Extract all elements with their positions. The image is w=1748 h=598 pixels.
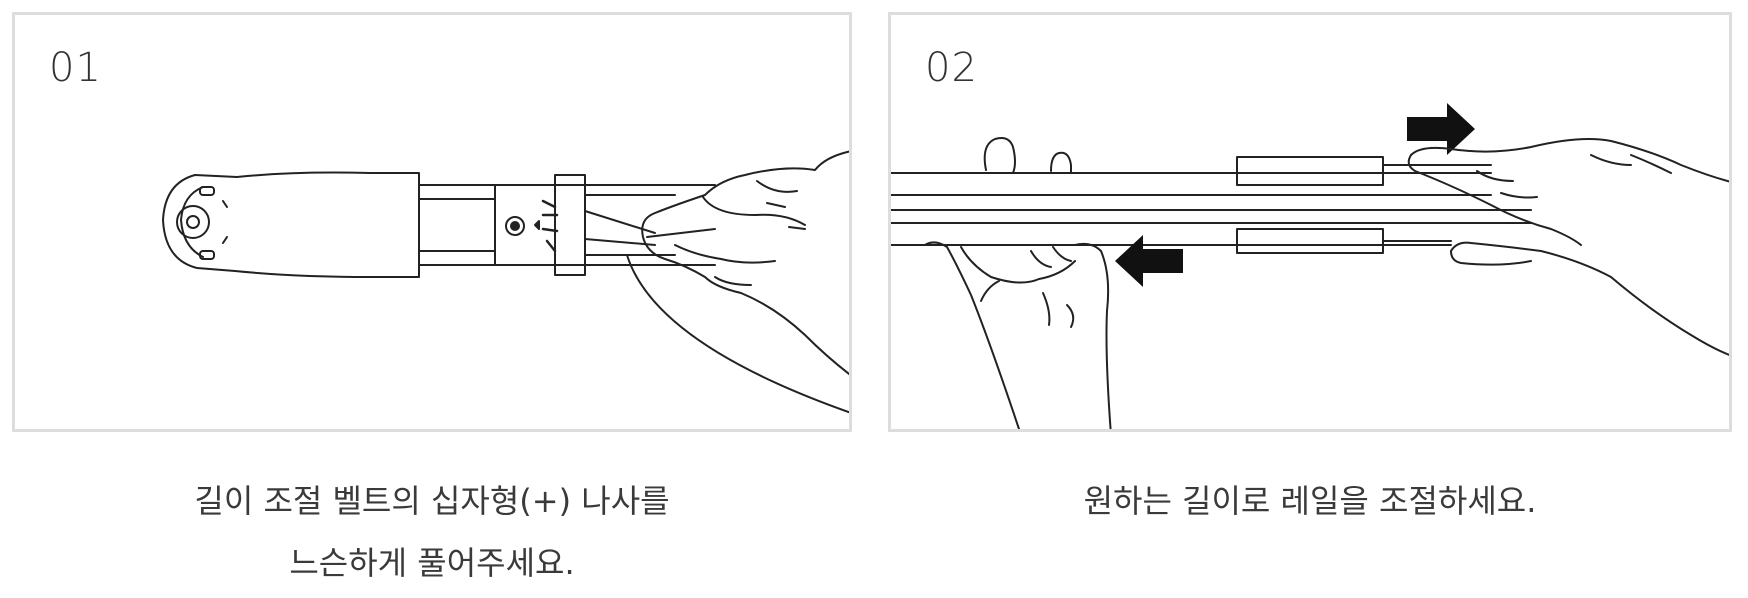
caption-line: 느슨하게 풀어주세요. xyxy=(12,532,852,594)
caption-line: 원하는 길이로 레일을 조절하세요. xyxy=(888,470,1732,532)
adjust-rail-illustration xyxy=(891,15,1732,432)
left-hand xyxy=(925,138,1111,432)
device-handle xyxy=(163,173,419,278)
step-02-illustration-panel: 02 xyxy=(888,12,1732,432)
caption-line: 길이 조절 벨트의 십자형(+) 나사를 xyxy=(12,470,852,532)
step-02-caption: 원하는 길이로 레일을 조절하세요. xyxy=(888,470,1732,532)
right-hand xyxy=(1409,139,1732,357)
loosen-screw-illustration xyxy=(15,15,852,432)
rail xyxy=(891,157,1531,253)
hand-with-screwdriver xyxy=(627,150,852,415)
step-01-caption: 길이 조절 벨트의 십자형(+) 나사를 느슨하게 풀어주세요. xyxy=(12,470,852,594)
step-01-illustration-panel: 01 xyxy=(12,12,852,432)
screw-icon xyxy=(506,201,557,251)
arrow-left-icon xyxy=(1115,235,1183,287)
